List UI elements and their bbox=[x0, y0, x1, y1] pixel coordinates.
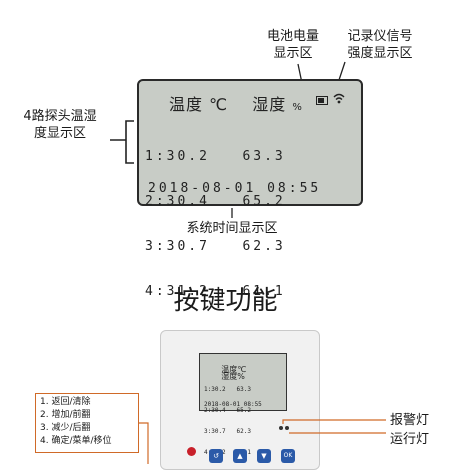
battery-label-line2: 显示区 bbox=[273, 46, 313, 61]
probe-area-label: 4路探头温湿 度显示区 bbox=[14, 108, 106, 142]
alarm-light-label: 报警灯 bbox=[390, 413, 430, 428]
key-function-item: 4. 确定/菜单/移位 bbox=[40, 436, 112, 446]
probe-temp: 30.7 bbox=[166, 239, 210, 254]
mini-temp-header: 温度 bbox=[221, 365, 238, 374]
probe-temp: 31.2 bbox=[166, 284, 210, 299]
temp-header: 温度 bbox=[169, 95, 204, 114]
mini-hum-header: 湿度 bbox=[221, 372, 238, 381]
section-title: 按键功能 bbox=[173, 286, 278, 316]
alarm-light-dot bbox=[279, 426, 283, 430]
battery-label-line1: 电池电量 bbox=[266, 29, 319, 44]
mini-hum-unit: % bbox=[237, 372, 245, 381]
up-button[interactable]: ▲ bbox=[233, 449, 247, 463]
run-light-dot bbox=[285, 426, 289, 430]
down-button[interactable]: ▼ bbox=[257, 449, 271, 463]
probe-id: 2: bbox=[145, 194, 167, 209]
battery-area-label: 电池电量 显示区 bbox=[258, 28, 328, 62]
key-function-item: 1. 返回/清除 bbox=[40, 397, 91, 407]
probe-temp: 30.4 bbox=[166, 194, 210, 209]
probe-temp: 30.2 bbox=[166, 149, 210, 164]
ok-button[interactable]: OK bbox=[281, 449, 295, 463]
battery-icon bbox=[316, 96, 328, 105]
probe-rows: 1:30.2 63.3 2:30.4 65.2 3:30.7 62.3 4:31… bbox=[145, 119, 286, 329]
probe-hum: 63.3 bbox=[242, 149, 286, 164]
probe-hum: 62.3 bbox=[242, 239, 286, 254]
signal-icon bbox=[332, 90, 346, 109]
probe-label-line1: 4路探头温湿 bbox=[23, 109, 97, 124]
probe-row: 3:30.7 62.3 bbox=[145, 239, 286, 254]
mini-row: 3:30.7 62.3 bbox=[204, 428, 251, 435]
device-logo bbox=[187, 447, 196, 456]
signal-label-line1: 记录仪信号 bbox=[347, 29, 413, 44]
lcd-screen: 温度 ℃ 湿度 % 1:30.2 63.3 2:30.4 65.2 3:30.7… bbox=[137, 79, 363, 299]
signal-label-line2: 强度显示区 bbox=[347, 46, 413, 61]
probe-hum: 61.1 bbox=[242, 284, 286, 299]
lcd-datetime: 2018-08-01 08:55 bbox=[148, 181, 322, 196]
mini-row: 1:30.2 63.3 bbox=[204, 386, 251, 393]
lcd-header: 温度 ℃ 湿度 % bbox=[169, 91, 303, 115]
mini-temp-unit: ℃ bbox=[237, 365, 247, 374]
mini-datetime: 2018-08-01 08:55 bbox=[204, 401, 262, 408]
hum-unit: % bbox=[292, 102, 303, 113]
run-light-label: 运行灯 bbox=[390, 432, 430, 447]
probe-row: 4:31.2 61.1 bbox=[145, 284, 286, 299]
probe-id: 1: bbox=[145, 149, 167, 164]
key-function-item: 3. 减少/后翻 bbox=[40, 423, 91, 433]
device-illustration: 温度℃ 湿度% 1:30.2 63.3 2:30.4 65.2 3:30.7 6… bbox=[160, 330, 320, 470]
probe-row: 1:30.2 63.3 bbox=[145, 149, 286, 164]
time-area-label: 系统时间显示区 bbox=[186, 221, 278, 236]
probe-hum: 65.2 bbox=[242, 194, 286, 209]
temp-unit: ℃ bbox=[209, 95, 229, 114]
signal-area-label: 记录仪信号 强度显示区 bbox=[336, 28, 424, 62]
probe-id: 4: bbox=[145, 284, 167, 299]
hum-header: 湿度 bbox=[252, 95, 287, 114]
probe-label-line2: 度显示区 bbox=[33, 126, 86, 141]
probe-id: 3: bbox=[145, 239, 167, 254]
mini-lcd-header: 温度℃ 湿度% bbox=[206, 359, 246, 387]
probe-row: 2:30.4 65.2 bbox=[145, 194, 286, 209]
key-function-item: 2. 增加/前翻 bbox=[40, 410, 91, 420]
mini-row: 2:30.4 65.2 bbox=[204, 407, 251, 414]
back-button[interactable]: ↺ bbox=[209, 449, 223, 463]
key-function-list: 1. 返回/清除 2. 增加/前翻 3. 减少/后翻 4. 确定/菜单/移位 bbox=[35, 393, 139, 453]
